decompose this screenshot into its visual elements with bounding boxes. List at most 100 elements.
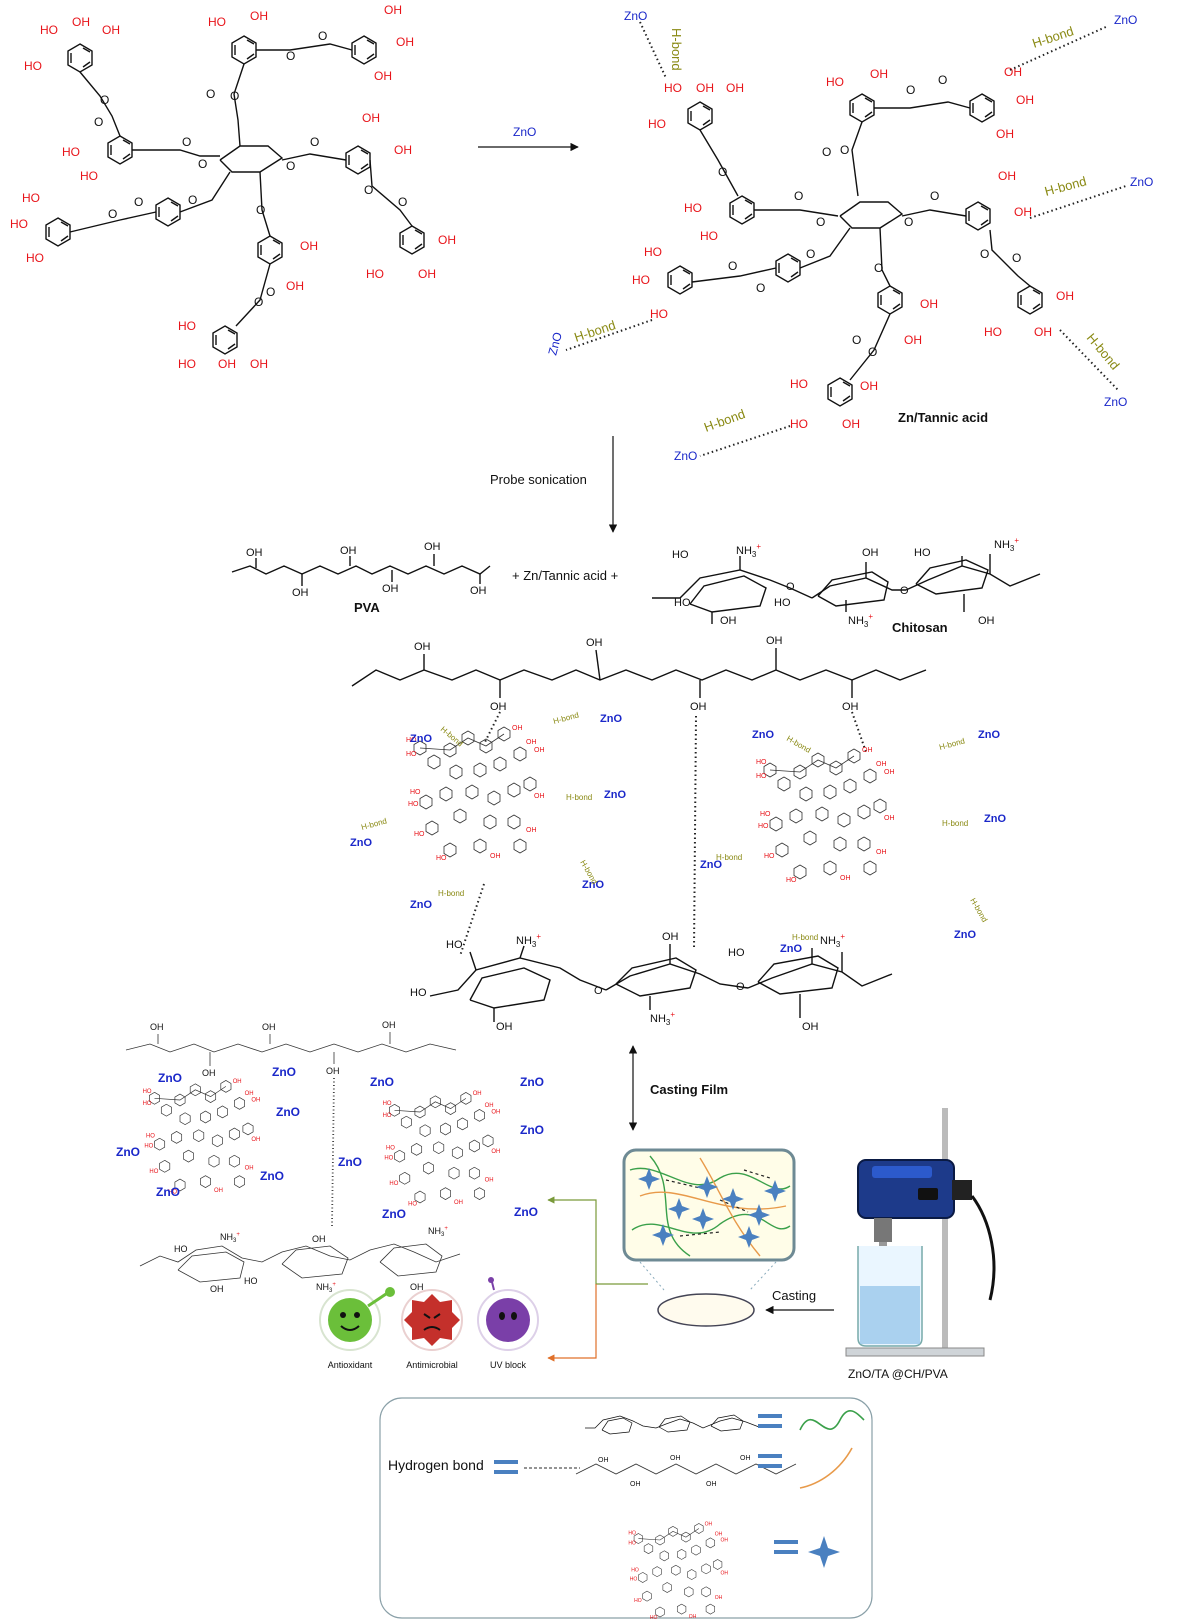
svg-text:OH: OH	[470, 585, 487, 597]
svg-text:ZnO: ZnO	[1104, 395, 1127, 409]
legend-box: OH OH OH OH OH Hydrogen bond	[379, 1397, 873, 1621]
svg-text:O: O	[868, 345, 877, 359]
svg-text:OH: OH	[362, 111, 380, 125]
svg-text:O: O	[786, 581, 795, 593]
svg-text:O: O	[816, 215, 825, 229]
zn-ta-cluster-right	[756, 747, 895, 884]
uv-block-icon: UV block	[477, 1277, 539, 1370]
svg-text:HO: HO	[672, 549, 689, 561]
svg-text:OH: OH	[720, 615, 737, 627]
svg-text:OH: OH	[340, 545, 357, 557]
svg-text:H-bond: H-bond	[438, 889, 464, 898]
zno-addition-arrow: ZnO	[478, 125, 579, 152]
svg-text:O: O	[852, 333, 861, 347]
svg-text:ZnO: ZnO	[520, 1075, 544, 1089]
pva-label: PVA	[354, 600, 380, 615]
svg-text:HO: HO	[40, 23, 58, 37]
svg-text:O: O	[398, 195, 407, 209]
svg-text:O: O	[188, 193, 197, 207]
svg-text:ZnO: ZnO	[624, 9, 647, 23]
svg-text:OH: OH	[1004, 65, 1022, 79]
svg-text:OH: OH	[1016, 93, 1034, 107]
svg-text:OH: OH	[586, 637, 603, 649]
svg-text:O: O	[364, 183, 373, 197]
pva-structure: OH OH OH OH OH OH PVA	[231, 541, 491, 615]
svg-text:OH: OH	[394, 143, 412, 157]
svg-text:O: O	[906, 83, 915, 97]
svg-text:O: O	[94, 115, 103, 129]
svg-text:OH: OH	[382, 583, 399, 595]
svg-text:H-bond: H-bond	[552, 710, 580, 725]
svg-text:ZnO: ZnO	[1130, 175, 1153, 189]
probe-sonication-label: Probe sonication	[490, 472, 587, 487]
svg-text:NH3+: NH3+	[994, 536, 1019, 553]
svg-text:OH: OH	[998, 169, 1016, 183]
svg-text:O: O	[900, 585, 909, 597]
svg-text:OH: OH	[218, 357, 236, 371]
svg-text:OH: OH	[202, 1068, 216, 1078]
svg-text:O: O	[1012, 251, 1021, 265]
svg-text:O: O	[718, 165, 727, 179]
svg-text:OH: OH	[396, 35, 414, 49]
svg-text:ZnO: ZnO	[350, 837, 372, 849]
svg-text:ZnO: ZnO	[954, 929, 976, 941]
svg-text:OH: OH	[1014, 205, 1032, 219]
svg-text:O: O	[594, 985, 603, 997]
svg-text:O: O	[206, 87, 215, 101]
svg-text:OH: OH	[670, 1455, 681, 1462]
svg-text:H-bond: H-bond	[439, 725, 465, 749]
zn-tannic-acid-structure: O O O O O O O O O O O O O O O O O HO OH …	[545, 9, 1153, 463]
svg-text:OH: OH	[862, 547, 879, 559]
zno-arrow-label: ZnO	[513, 125, 536, 139]
svg-text:NH3+: NH3+	[428, 1226, 448, 1238]
svg-text:OH: OH	[384, 3, 402, 17]
svg-text:H-bond: H-bond	[1030, 23, 1075, 50]
svg-text:O: O	[736, 981, 745, 993]
svg-text:O: O	[198, 157, 207, 171]
svg-text:ZnO: ZnO	[545, 331, 565, 357]
svg-text:ZnO: ZnO	[780, 943, 802, 955]
svg-text:H-bond: H-bond	[785, 734, 812, 755]
svg-text:H-bond: H-bond	[792, 933, 818, 942]
zn-ta-cluster-left	[406, 725, 545, 862]
svg-text:OH: OH	[726, 81, 744, 95]
svg-text:OH: OH	[210, 1284, 224, 1294]
svg-text:OH: OH	[870, 67, 888, 81]
svg-text:O: O	[254, 295, 263, 309]
svg-text:ZnO: ZnO	[338, 1155, 362, 1169]
svg-text:OH: OH	[312, 1234, 326, 1244]
svg-text:ZnO: ZnO	[700, 859, 722, 871]
svg-text:ZnO: ZnO	[1114, 13, 1137, 27]
svg-text:OH: OH	[740, 1455, 751, 1462]
svg-text:O: O	[728, 259, 737, 273]
pva-chain-middle: OH OH OH OH OH OH	[351, 635, 927, 957]
svg-text:HO: HO	[244, 1276, 258, 1286]
svg-text:OH: OH	[802, 1021, 819, 1033]
svg-text:HO: HO	[644, 245, 662, 259]
svg-text:HO: HO	[674, 597, 691, 609]
antimicrobial-icon: Antimicrobial	[401, 1289, 463, 1370]
svg-text:O: O	[980, 247, 989, 261]
svg-text:OH: OH	[860, 379, 878, 393]
svg-text:H-bond: H-bond	[968, 897, 989, 924]
svg-text:HO: HO	[632, 273, 650, 287]
svg-text:OH: OH	[262, 1022, 276, 1032]
property-icons: Antioxidant Antimicrobial UV block	[319, 1277, 539, 1370]
svg-text:OH: OH	[150, 1022, 164, 1032]
svg-text:ZnO: ZnO	[604, 789, 626, 801]
svg-text:OH: OH	[996, 127, 1014, 141]
svg-text:O: O	[100, 93, 109, 107]
svg-text:ZnO: ZnO	[370, 1075, 394, 1089]
svg-text:ZnO: ZnO	[752, 729, 774, 741]
svg-text:OH: OH	[438, 233, 456, 247]
casting-label: Casting	[772, 1288, 816, 1303]
svg-text:ZnO: ZnO	[410, 899, 432, 911]
plus-zn-tannic-label: + Zn/Tannic acid +	[512, 568, 618, 583]
svg-text:HO: HO	[366, 267, 384, 281]
svg-text:HO: HO	[178, 357, 196, 371]
svg-text:H-bond: H-bond	[1043, 173, 1088, 199]
svg-text:ZnO: ZnO	[276, 1105, 300, 1119]
antioxidant-label: Antioxidant	[328, 1360, 373, 1370]
svg-text:OH: OH	[382, 1020, 396, 1030]
